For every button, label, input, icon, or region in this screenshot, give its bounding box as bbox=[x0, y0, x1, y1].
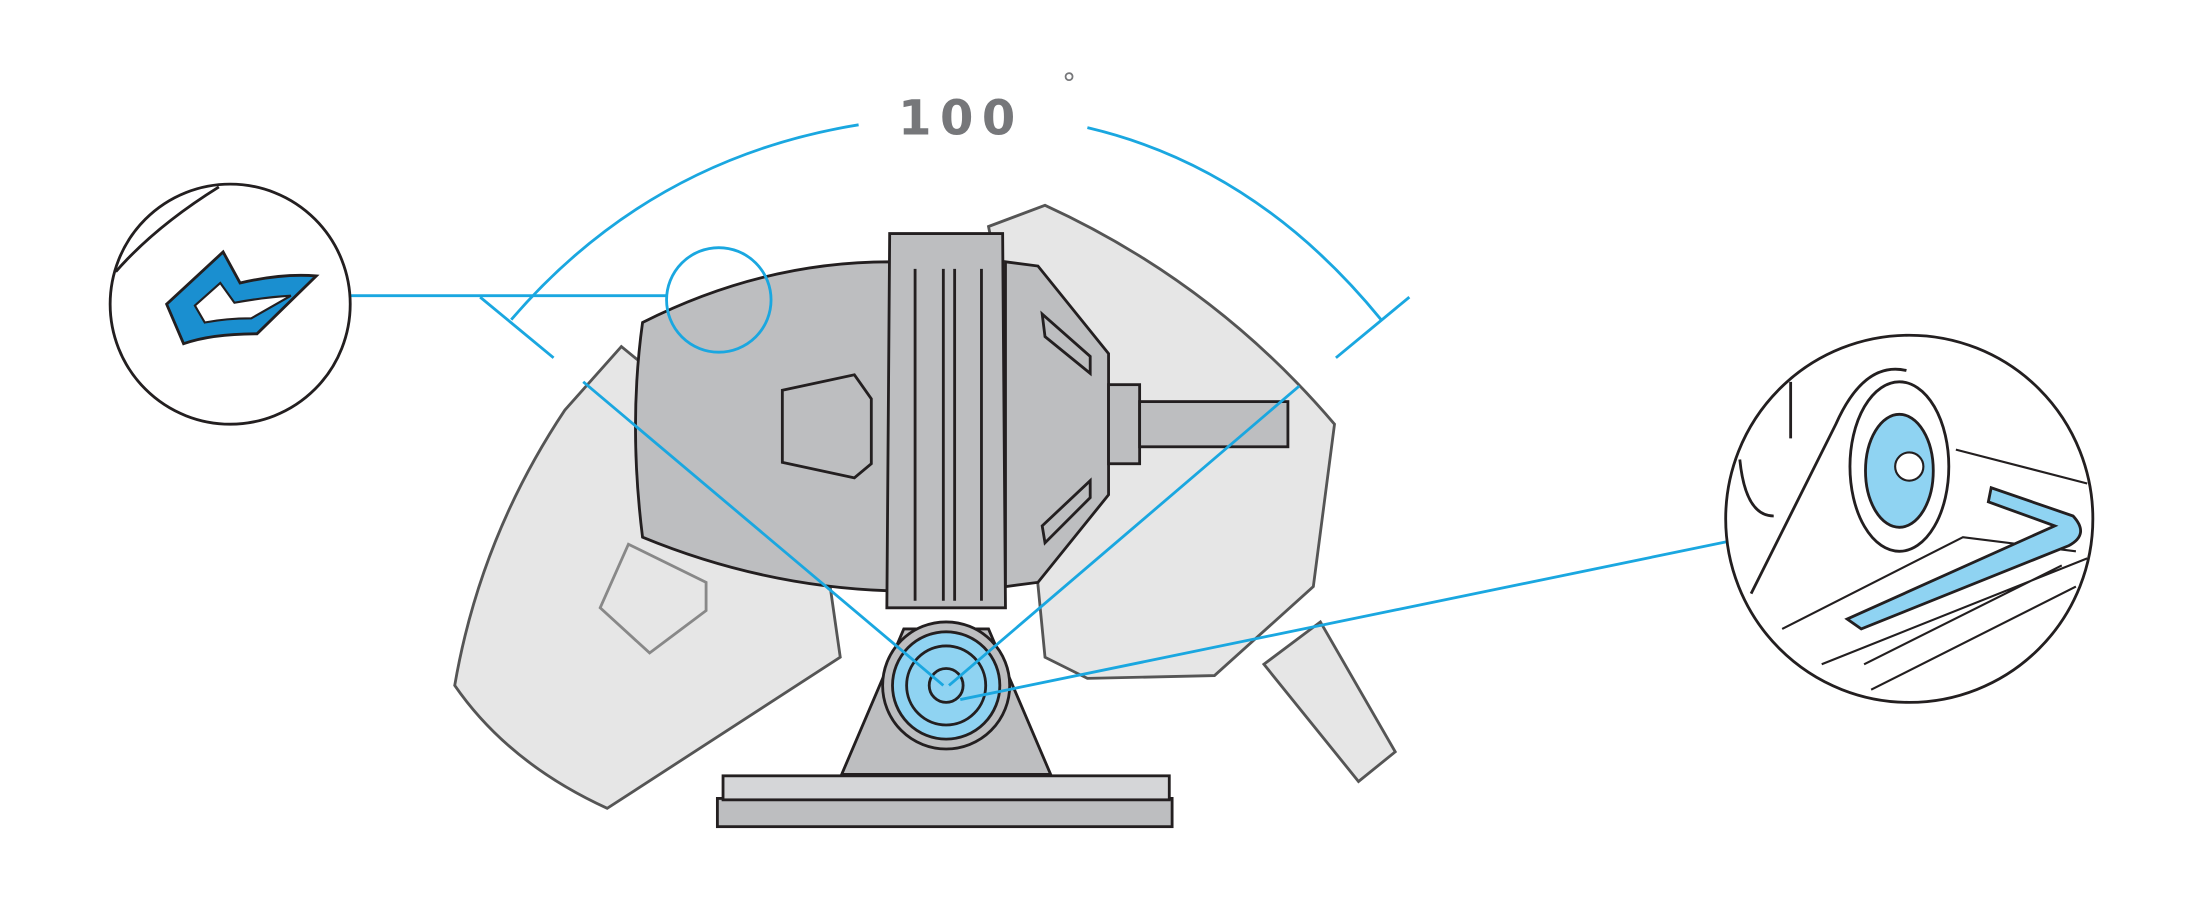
pivot-knob bbox=[881, 620, 1012, 751]
callout-lines bbox=[350, 246, 1729, 701]
angle-value: 100 bbox=[898, 91, 1024, 147]
tilt-lock-detail-icon bbox=[108, 182, 352, 426]
hex-key-detail-icon bbox=[1724, 333, 2095, 704]
degree-symbol: ° bbox=[1062, 68, 1076, 101]
monitor-head bbox=[634, 232, 1290, 610]
angle-indicator bbox=[479, 123, 1411, 359]
